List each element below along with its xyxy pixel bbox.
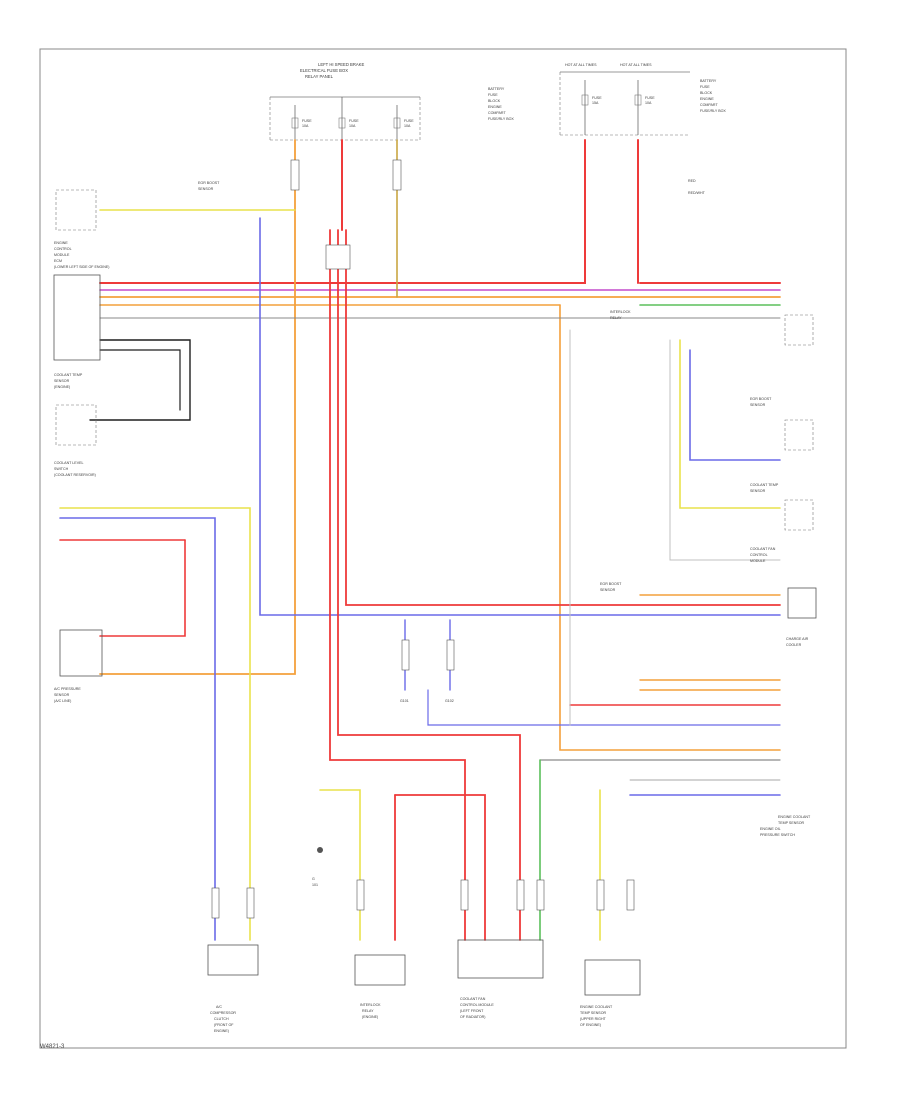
compressor-label-3: CLUTCH — [214, 1017, 229, 1021]
right-block-label-4: ENGINE — [700, 97, 714, 101]
right-sensor-3: ENGINE OIL — [760, 827, 781, 831]
ac-sensor-3: (A/C LINE) — [54, 699, 71, 703]
right-components: EGR BOOST SENSOR COOLANT TEMP SENSOR COO… — [600, 310, 817, 837]
right-label-3a: CHARGE AIR — [786, 637, 809, 641]
interlock-label-3: (ENGINE) — [362, 1015, 378, 1019]
top-right-fusebox: HOT AT ALL TIMES HOT AT ALL TIMES FUSE 1… — [559, 63, 726, 195]
left-sensor-label-1: EGR BOOST — [198, 181, 220, 185]
top-center-label-2: ELECTRICAL FUSE BOX — [300, 68, 348, 73]
fuse-block-label-5: COMPART — [488, 111, 506, 115]
right-block-label-5: COMPART — [700, 103, 718, 107]
top-right-fuse1-label: FUSE — [592, 96, 602, 100]
fan-relay-1: COOLANT FAN — [750, 547, 776, 551]
top-center-fusebox: LEFT HI SPEED BRAKE ELECTRICAL FUSE BOX … — [269, 62, 514, 141]
left-components: EGR BOOST SENSOR ENGINE CONTROL MODULE E… — [53, 181, 220, 703]
ac-sensor-1: A/C PRESSURE — [54, 687, 81, 691]
fuse-block-label-3: BLOCK — [488, 99, 501, 103]
fuse-left-rating: 10A — [302, 124, 309, 128]
right-label-1b: SENSOR — [750, 403, 766, 407]
coolant-switch-1: COOLANT TEMP — [54, 373, 83, 377]
ground-label-1: G101 — [400, 699, 409, 703]
ecm-label-3: MODULE — [54, 253, 70, 257]
compressor-label-2: COMPRESSOR — [210, 1011, 236, 1015]
legend-1: RED — [688, 179, 696, 183]
top-center-label-1: LEFT HI SPEED BRAKE — [318, 62, 364, 67]
right-block-label-6: FUSE/RLY BOX — [700, 109, 726, 113]
fanmod-label-2: CONTROL MODULE — [460, 1003, 494, 1007]
right-block-label-2: FUSE — [700, 85, 710, 89]
fuse-right-label: FUSE — [404, 119, 414, 123]
ect-label-4: OF ENGINE) — [580, 1023, 601, 1027]
right-label-2b: SENSOR — [750, 489, 766, 493]
compressor-label-4: (FRONT OF — [214, 1023, 234, 1027]
fuse-block-label-1: BATTERY — [488, 87, 505, 91]
right-block-label-3: BLOCK — [700, 91, 713, 95]
fan-relay-3: MODULE — [750, 559, 766, 563]
left-sensor-label-2: SENSOR — [198, 187, 214, 191]
ecm-label-1: ENGINE — [54, 241, 68, 245]
fuse-block-label-2: FUSE — [488, 93, 498, 97]
interlock-label-2: RELAY — [362, 1009, 374, 1013]
right-label-1a: EGR BOOST — [750, 397, 772, 401]
fanmod-label-1: COOLANT FAN — [460, 997, 486, 1001]
right-block-label-1: BATTERY — [700, 79, 717, 83]
legend-2: RED/WHT — [688, 191, 706, 195]
right-sensor-1: ENGINE COOLANT — [778, 815, 811, 819]
footer-code: W4821-3 — [40, 1044, 65, 1050]
top-right-fuse1-rating: 15A — [592, 101, 599, 105]
top-right-label-2: HOT AT ALL TIMES — [620, 63, 652, 67]
ground-bottom-label-2: 101 — [312, 883, 318, 887]
relay-label-2: RELAY — [610, 316, 622, 320]
fan-relay-2: CONTROL — [750, 553, 768, 557]
compressor-label-1: A/C — [216, 1005, 222, 1009]
right-sensor-2: TEMP SENSOR — [778, 821, 804, 825]
coolant-level-2: SWITCH — [54, 467, 69, 471]
fuse-block-label-4: ENGINE — [488, 105, 502, 109]
ecm-label-4: ECM — [54, 259, 62, 263]
grounds: G101 G102 — [400, 699, 454, 703]
fuse-mid-rating: 10A — [349, 124, 356, 128]
fanmod-label-4: OF RADIATOR) — [460, 1015, 485, 1019]
fuse-block-label-6: FUSE/RLY BOX — [488, 117, 514, 121]
ground-bottom-label-1: G — [312, 877, 315, 881]
ect-label-2: TEMP SENSOR — [580, 1011, 606, 1015]
ground-label-2: G102 — [445, 699, 454, 703]
relay-label-1: INTERLOCK — [610, 310, 631, 314]
connector-marks — [211, 159, 635, 919]
left-sensor-right-2: SENSOR — [600, 588, 616, 592]
ecm-label-5: (LOWER LEFT SIDE OF ENGINE) — [54, 265, 109, 269]
compressor-label-5: ENGINE) — [214, 1029, 229, 1033]
ac-sensor-2: SENSOR — [54, 693, 70, 697]
right-label-3b: COOLER — [786, 643, 802, 647]
fuse-right-rating: 10A — [404, 124, 411, 128]
ect-label-3: (UPPER RIGHT — [580, 1017, 607, 1021]
right-label-2a: COOLANT TEMP — [750, 483, 779, 487]
top-right-fuse2-label: FUSE — [645, 96, 655, 100]
top-center-label-3: RELAY PANEL — [305, 74, 334, 79]
left-sensor-right-1: EGR BOOST — [600, 582, 622, 586]
interlock-label-1: INTERLOCK — [360, 1003, 381, 1007]
ect-label-1: ENGINE COOLANT — [580, 1005, 613, 1009]
coolant-switch-3: (ENGINE) — [54, 385, 70, 389]
top-right-label-1: HOT AT ALL TIMES — [565, 63, 597, 67]
ecm-label-2: CONTROL — [54, 247, 72, 251]
coolant-level-3: (COOLANT RESERVOIR) — [54, 473, 96, 477]
right-sensor-4: PRESSURE SWITCH — [760, 833, 795, 837]
fuse-left-label: FUSE — [302, 119, 312, 123]
diagram-frame — [39, 48, 847, 1049]
fuse-mid-label: FUSE — [349, 119, 359, 123]
top-right-fuse2-rating: 10A — [645, 101, 652, 105]
coolant-level-1: COOLANT LEVEL — [54, 461, 84, 465]
bottom-components: A/C COMPRESSOR CLUTCH (FRONT OF ENGINE) … — [207, 847, 641, 1033]
coolant-switch-2: SENSOR — [54, 379, 70, 383]
fanmod-label-3: (LEFT FRONT — [460, 1009, 484, 1013]
